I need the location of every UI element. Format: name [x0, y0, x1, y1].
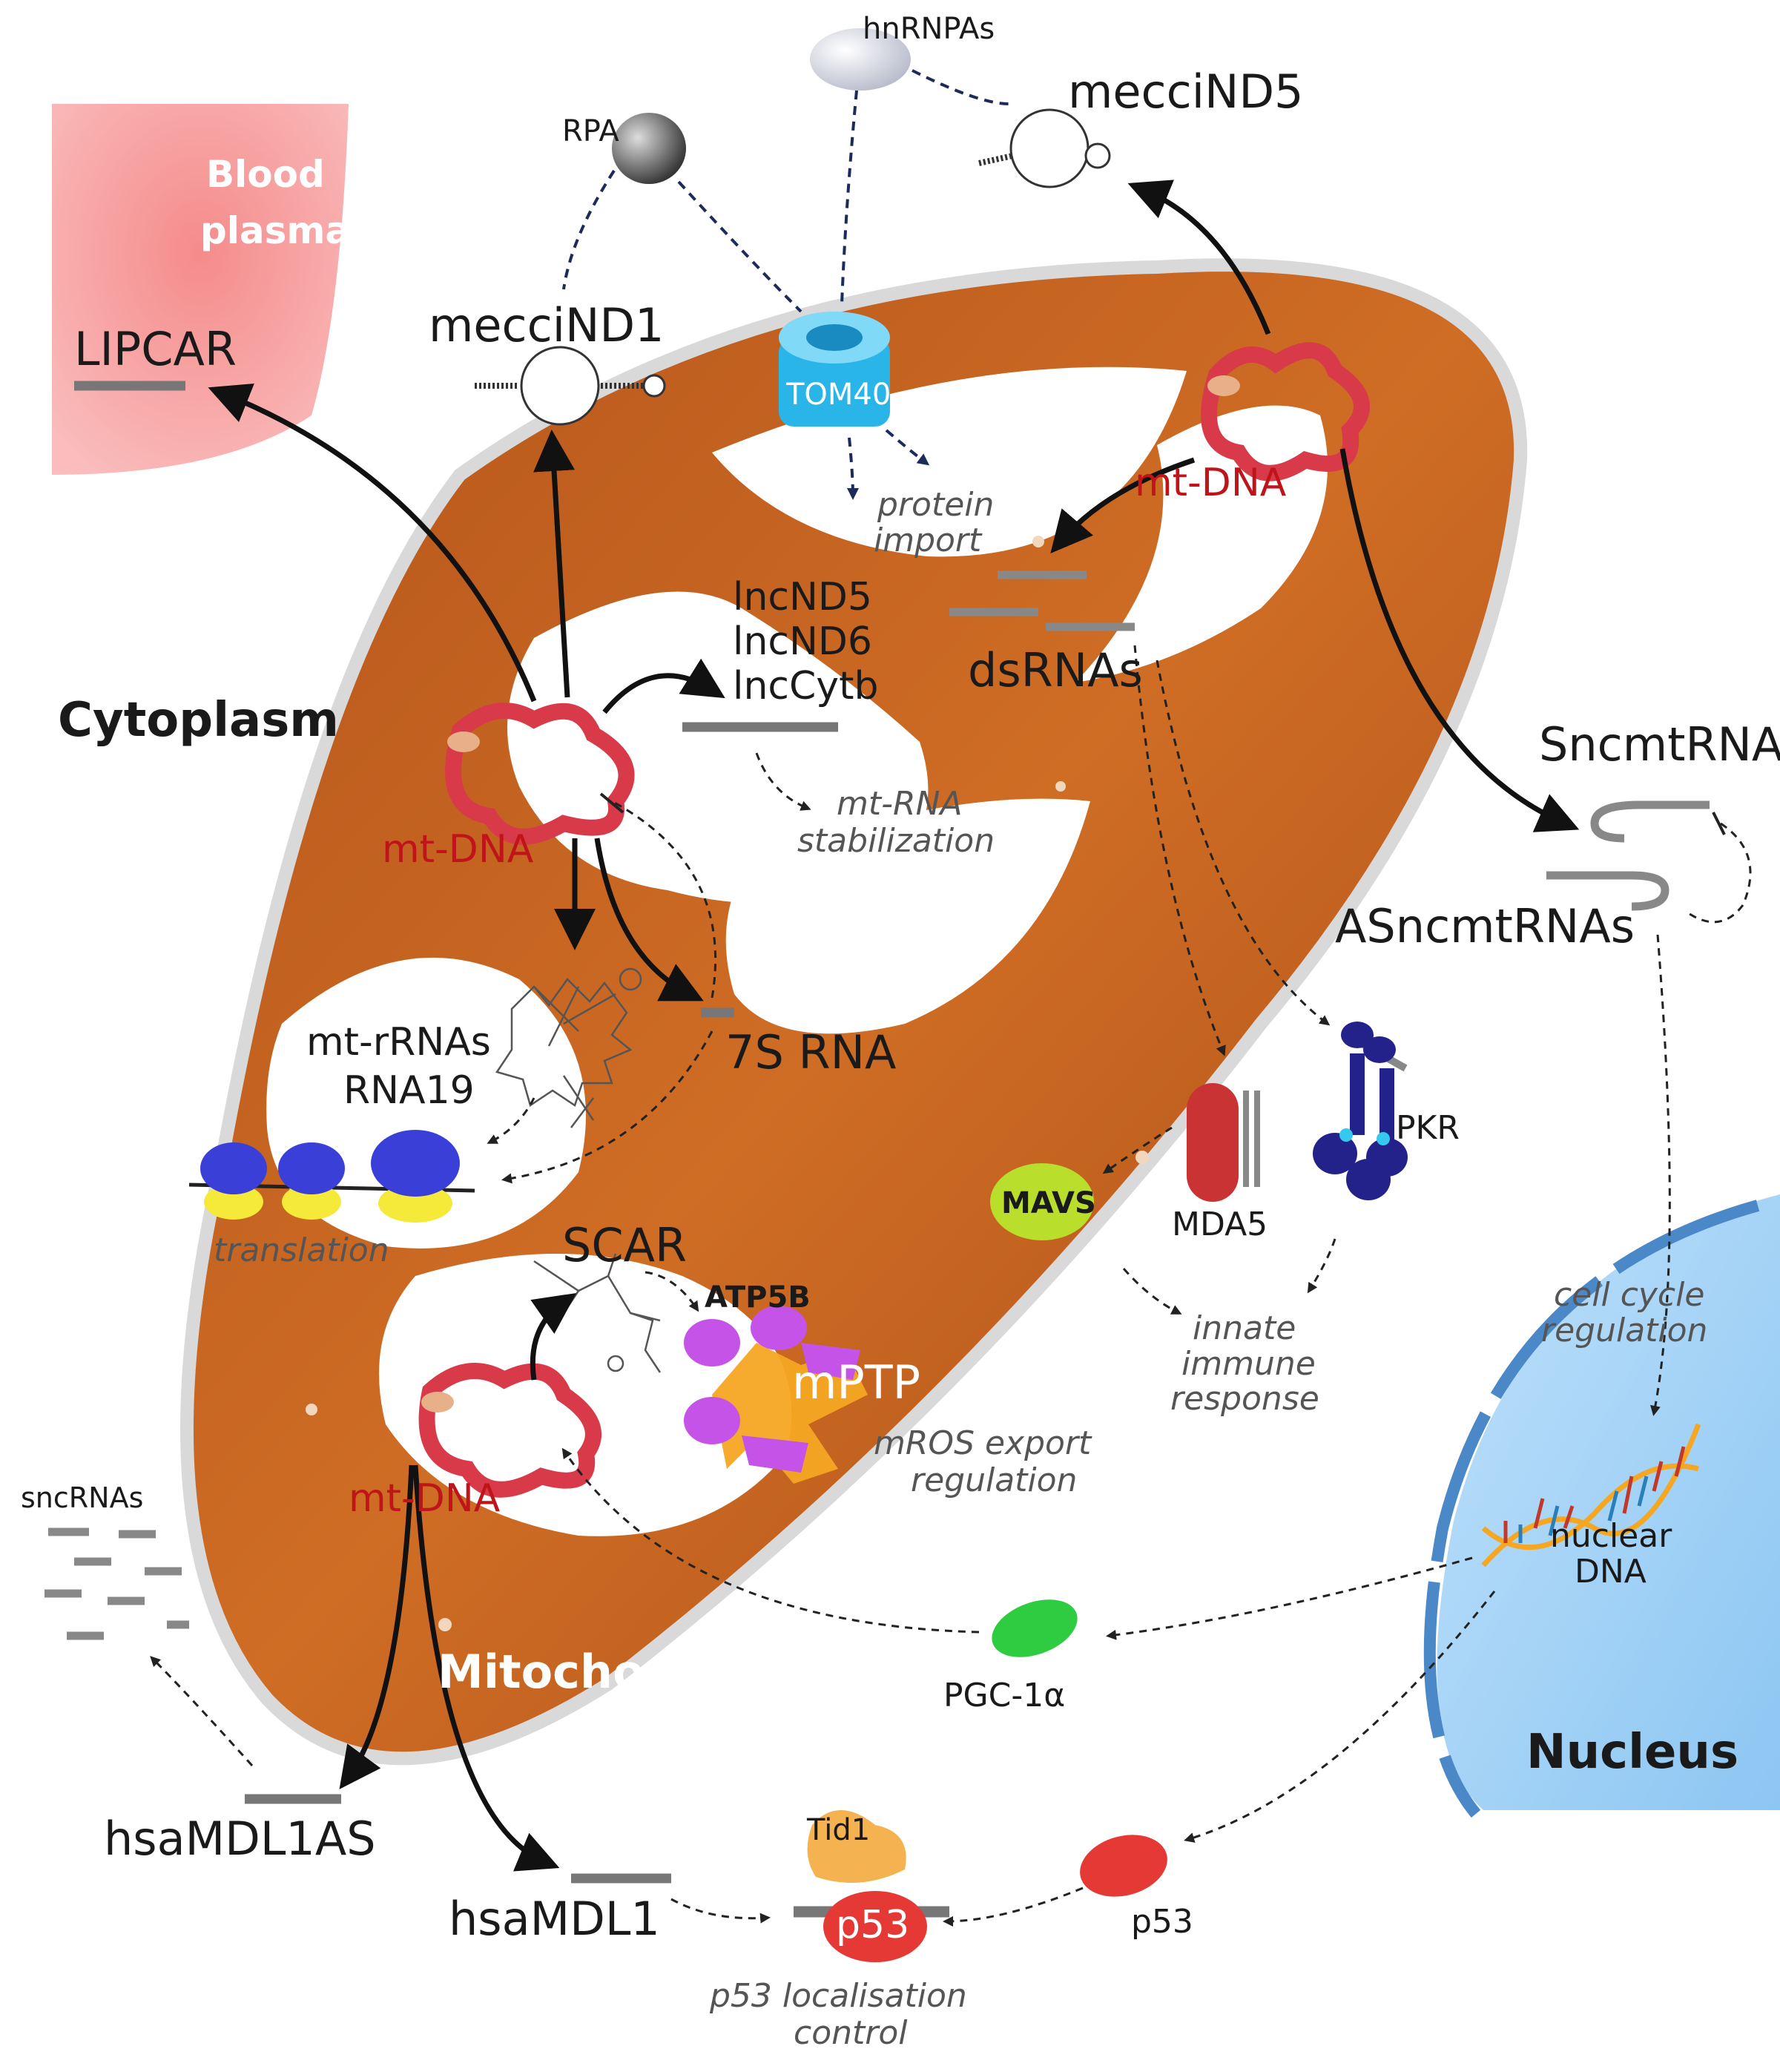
mtdna-left-label: mt-DNA [382, 827, 534, 872]
mptp-complex [684, 1306, 868, 1484]
rna7s-label: 7S RNA [725, 1025, 896, 1079]
ribosomes-icon [188, 1130, 475, 1223]
tid1-label: Tid1 [806, 1813, 870, 1847]
p53-loc-label-1: p53 localisation [709, 1977, 967, 2015]
mecciND5-label: mecciND5 [1068, 65, 1304, 119]
nuclear-dna-helix [1481, 1423, 1701, 1568]
hnrnpas-protein [810, 28, 911, 91]
cell-cycle-label-2: regulation [1541, 1312, 1707, 1349]
innate-label-3: response [1170, 1380, 1319, 1418]
rna19-label: RNA19 [343, 1068, 475, 1113]
cell-cycle-label-1: cell cycle [1554, 1276, 1704, 1314]
p53-complex-label: p53 [836, 1903, 909, 1947]
p53-free-label: p53 [1131, 1903, 1193, 1941]
pgc1a-label: PGC-1α [943, 1677, 1065, 1714]
mecciND1-icon [475, 346, 666, 426]
nuclear-dna-label-2: DNA [1575, 1553, 1646, 1591]
lipcar-label: LIPCAR [74, 322, 237, 376]
p53-free-protein [1080, 1835, 1167, 1897]
mtrna-stab-label-1: mt-RNA [837, 785, 963, 823]
hsaMDL1AS-label: hsaMDL1AS [104, 1812, 376, 1866]
p53-loc-label-2: control [794, 2014, 908, 2052]
mtdna-bottom-label: mt-DNA [349, 1476, 501, 1521]
mtdna-bottom-icon [418, 1363, 601, 1498]
sncmtrna-hairpins [1546, 800, 1710, 911]
scar-label: SCAR [562, 1218, 687, 1272]
mros-label-1: mROS export [874, 1424, 1092, 1462]
mtdna-top-icon [1201, 342, 1370, 481]
pkr-protein [1313, 1022, 1408, 1200]
innate-label-1: innate [1193, 1309, 1296, 1347]
pkr-label: PKR [1396, 1109, 1460, 1147]
tom40-interactions [562, 69, 1009, 500]
atp5b-label: ATP5B [705, 1280, 811, 1315]
nuclear-dna-label-1: nuclear [1550, 1517, 1672, 1555]
tom40-channel [779, 312, 890, 427]
blood-plasma-label-2: plasma [200, 209, 350, 252]
mptp-label: mPTP [792, 1355, 920, 1410]
mros-label-2: regulation [911, 1461, 1077, 1499]
translation-label: translation [214, 1231, 389, 1269]
hsaMDL1-label: hsaMDL1 [449, 1892, 660, 1946]
asncmtrnas-label: ASncmtRNAs [1335, 899, 1635, 953]
mda5-label: MDA5 [1172, 1206, 1268, 1243]
dashed-arrows [150, 645, 1752, 1927]
tid1-p53-complex [794, 1810, 949, 1962]
innate-label-2: immune [1181, 1345, 1316, 1383]
sncrnas-fragments [44, 1527, 189, 1640]
tom40-label: TOM40 [785, 378, 891, 412]
dsrnas-label: dsRNAs [968, 643, 1143, 697]
mda5-protein [1187, 1083, 1260, 1202]
nuclear-envelope [1423, 1200, 1760, 1818]
mtdna-top-label: mt-DNA [1135, 461, 1287, 505]
pgc1a-protein [992, 1599, 1078, 1657]
lncND6-label: lncND6 [733, 619, 872, 664]
sncrnas-label: sncRNAs [21, 1481, 143, 1514]
mavs-protein [990, 1163, 1094, 1240]
rpa-label: RPA [562, 114, 619, 148]
hnrnpas-label: hnRNPAs [863, 12, 995, 46]
lncND5-label: lncND5 [733, 575, 872, 619]
mitochondria-label: Mitochondria [438, 1645, 779, 1699]
mecciND1-label: mecciND1 [429, 298, 665, 352]
mtdna-left-icon [445, 703, 635, 845]
protein-import-label-2: import [874, 522, 983, 559]
mt-rrnas-label: mt-rRNAs [306, 1020, 491, 1065]
mavs-label: MAVS [1001, 1186, 1096, 1220]
mecciND5-icon [978, 108, 1111, 188]
protein-import-label-1: protein [877, 486, 994, 524]
mitochondrion [180, 258, 1528, 1766]
blood-plasma-label-1: Blood [206, 153, 325, 196]
rpa-protein [612, 113, 686, 184]
solid-arrows [208, 180, 1580, 1872]
lncCytb-label: lncCytb [733, 664, 878, 708]
nucleus-label: Nucleus [1526, 1725, 1738, 1780]
sncmtrna-label: SncmtRNA [1539, 717, 1780, 772]
dsrnas-icon [949, 570, 1135, 631]
mtrna-stab-label-2: stabilization [797, 822, 995, 860]
mt-rrnas-structure [495, 967, 642, 1128]
cytoplasm-label: Cytoplasm [58, 693, 339, 748]
